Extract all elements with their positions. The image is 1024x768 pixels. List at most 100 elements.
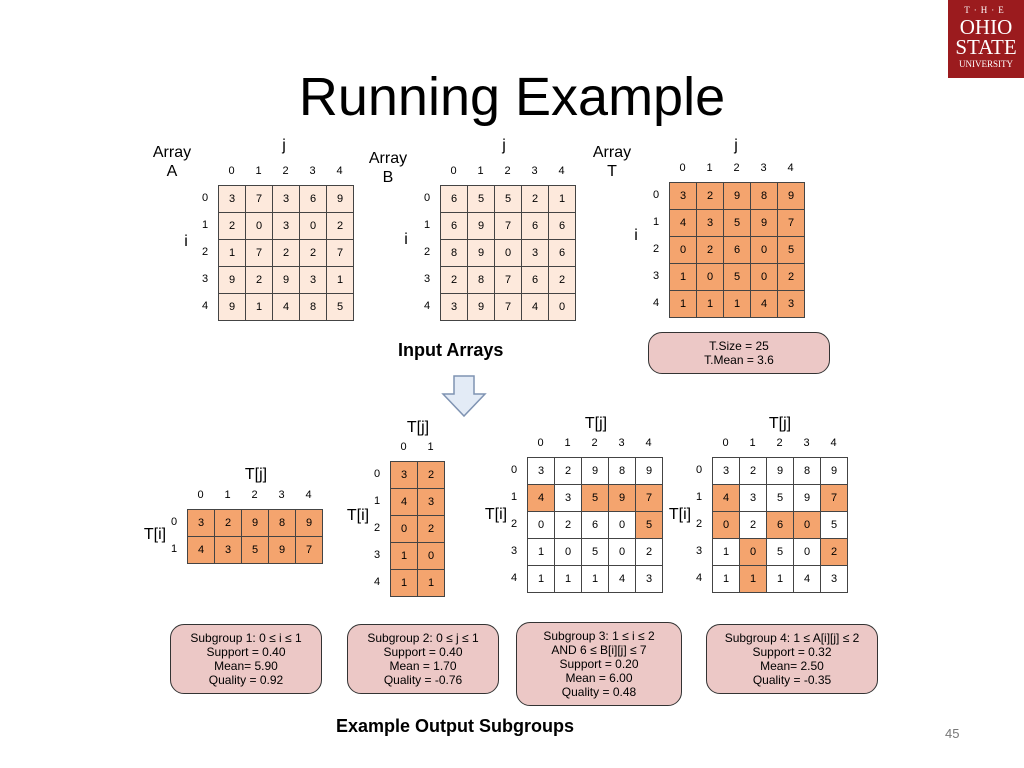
input-arrays-caption: Input Arrays — [398, 340, 504, 360]
grid-cell: 0 — [608, 511, 636, 539]
grid-cell: 4 — [272, 293, 300, 321]
array-t-j-label: j — [734, 137, 738, 154]
pill-line: AND 6 ≤ B[i][j] ≤ 7 — [551, 643, 647, 657]
grid-cell: 7 — [245, 185, 273, 213]
grid-cell: 1 — [390, 542, 418, 570]
row-index: 3 — [652, 270, 660, 282]
grid-cell: 5 — [635, 511, 663, 539]
array-b-i-label: i — [404, 231, 408, 248]
pill-line: Support = 0.20 — [559, 657, 639, 671]
array-a-label-line2: A — [166, 163, 178, 180]
column-index: 2 — [591, 437, 598, 449]
row-index: 2 — [423, 246, 431, 258]
grid-cell: 5 — [581, 538, 609, 566]
column-index: 0 — [679, 162, 686, 174]
column-index: 1 — [255, 165, 262, 177]
grid-cell: 0 — [750, 236, 778, 264]
row-index: 3 — [510, 545, 518, 557]
column-index: 1 — [224, 489, 231, 501]
grid-cell: 4 — [527, 484, 555, 512]
grid-cell: 3 — [554, 484, 582, 512]
row-index: 4 — [373, 576, 381, 588]
grid-cell: 3 — [712, 457, 740, 485]
pill-line: Mean= 2.50 — [760, 659, 824, 673]
t-size-text: T.Size = 25 — [709, 339, 769, 353]
grid-cell: 0 — [390, 515, 418, 543]
pill-line: Support = 0.40 — [383, 645, 463, 659]
grid-cell: 1 — [326, 266, 354, 294]
row-index: 1 — [373, 495, 381, 507]
grid-cell: 1 — [390, 569, 418, 597]
grid-cell: 5 — [723, 263, 751, 291]
grid-cell: 2 — [214, 509, 242, 537]
logo-line-1: T·H·E — [964, 5, 1008, 15]
grid-cell: 4 — [793, 565, 821, 593]
grid-cell: 1 — [527, 565, 555, 593]
column-index: 2 — [733, 162, 740, 174]
grid-cell: 6 — [548, 212, 576, 240]
pill-line: Quality = -0.76 — [383, 673, 463, 687]
grid-cell: 7 — [820, 484, 848, 512]
sg3-tj-label: T[j] — [584, 415, 608, 432]
column-index: 1 — [749, 437, 756, 449]
grid-cell: 2 — [548, 266, 576, 294]
grid-cell: 6 — [440, 212, 468, 240]
column-index: 1 — [564, 437, 571, 449]
row-index: 0 — [373, 468, 381, 480]
grid-cell: 5 — [241, 536, 269, 564]
grid-cell: 8 — [608, 457, 636, 485]
grid-cell: 3 — [440, 293, 468, 321]
grid-cell: 6 — [440, 185, 468, 213]
t-stats-pill: T.Size = 25 T.Mean = 3.6 — [648, 332, 830, 374]
grid-cell: 1 — [245, 293, 273, 321]
grid-cell: 1 — [739, 565, 767, 593]
grid-cell: 5 — [766, 484, 794, 512]
grid-cell: 5 — [467, 185, 495, 213]
grid-cell: 1 — [218, 239, 246, 267]
grid-cell: 9 — [467, 293, 495, 321]
grid-cell: 4 — [712, 484, 740, 512]
grid-cell: 2 — [299, 239, 327, 267]
grid-cell: 8 — [299, 293, 327, 321]
grid-cell: 5 — [494, 185, 522, 213]
grid-cell: 2 — [739, 457, 767, 485]
grid-cell: 2 — [272, 239, 300, 267]
t-mean-text: T.Mean = 3.6 — [704, 353, 774, 367]
grid-cell: 5 — [766, 538, 794, 566]
grid-cell: 9 — [218, 293, 246, 321]
grid-cell: 9 — [608, 484, 636, 512]
grid-cell: 0 — [739, 538, 767, 566]
column-index: 3 — [760, 162, 767, 174]
row-index: 3 — [373, 549, 381, 561]
grid-cell: 0 — [608, 538, 636, 566]
grid-cell: 6 — [766, 511, 794, 539]
column-index: 3 — [309, 165, 316, 177]
pill-line: Subgroup 3: 1 ≤ i ≤ 2 — [543, 629, 655, 643]
array-t-label-line1: Array — [592, 144, 632, 161]
column-index: 4 — [787, 162, 794, 174]
grid-cell: 3 — [527, 457, 555, 485]
grid-cell: 9 — [750, 209, 778, 237]
logo-line-4: UNIVERSITY — [959, 59, 1013, 69]
grid-cell: 8 — [440, 239, 468, 267]
grid-cell: 1 — [712, 538, 740, 566]
grid-cell: 9 — [241, 509, 269, 537]
row-index: 3 — [201, 273, 209, 285]
array-b-label-line2: B — [382, 169, 394, 186]
grid-cell: 3 — [739, 484, 767, 512]
logo-line-2: OHIO — [959, 15, 1013, 39]
sg2-tj-label: T[j] — [406, 419, 430, 436]
grid-cell: 3 — [417, 488, 445, 516]
grid-cell: 6 — [581, 511, 609, 539]
column-index: 2 — [504, 165, 511, 177]
array-t-label: Array T — [586, 143, 638, 181]
grid-cell: 2 — [635, 538, 663, 566]
grid-cell: 9 — [635, 457, 663, 485]
ohio-state-logo: T·H·E OHIO STATE UNIVERSITY — [948, 0, 1024, 78]
sg2-ti-label: T[i] — [346, 507, 370, 524]
column-index: 3 — [618, 437, 625, 449]
